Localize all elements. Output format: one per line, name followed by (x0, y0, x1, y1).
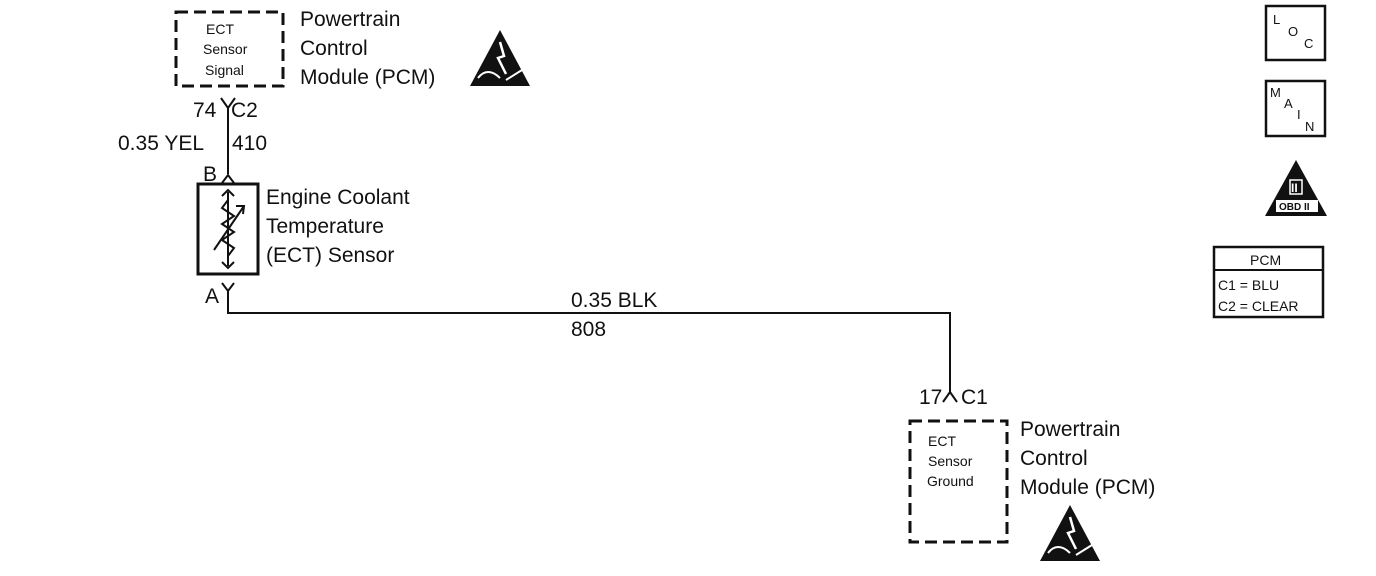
svg-text:M: M (1270, 85, 1281, 100)
svg-text:N: N (1305, 119, 1314, 134)
connector-bottom-name: C1 (961, 386, 988, 409)
pcm-bottom-box-line-2: Sensor (928, 453, 973, 469)
pcm-bottom: ECT Sensor Ground Powertrain Control Mod… (908, 418, 1155, 561)
svg-text:A: A (1284, 96, 1293, 111)
connector-bottom-pin: 17 (919, 386, 942, 409)
connector-bottom: 17 C1 (919, 386, 988, 409)
pcm-top-title-line-1: Powertrain (300, 8, 400, 31)
legend-title: PCM (1250, 252, 1281, 268)
loc-icon: L O C (1264, 4, 1327, 62)
svg-text:OBD II: OBD II (1279, 202, 1310, 213)
thermistor-icon (213, 188, 246, 270)
pcm-bottom-title-line-1: Powertrain (1020, 418, 1120, 441)
pcm-top-dashed-box (174, 10, 285, 88)
connector-top-pin: 74 (193, 99, 217, 122)
obd-ii-icon: II OBD II (1265, 160, 1327, 216)
sensor-pin-top: B (203, 163, 217, 186)
connector-top: 74 C2 (193, 97, 258, 122)
wire-bottom-circuit: 808 (571, 318, 606, 341)
connector-top-name: C2 (231, 99, 258, 122)
sensor-pin-top-symbol (221, 173, 235, 184)
wire-top-gauge-color: 0.35 YEL (118, 132, 204, 155)
sensor-pin-bottom-symbol (221, 282, 235, 293)
sensor-title-line-3: (ECT) Sensor (266, 244, 394, 267)
pcm-top-box-line-1: ECT (206, 21, 234, 37)
legend-row-2: C2 = CLEAR (1218, 298, 1299, 314)
pcm-top: ECT Sensor Signal Powertrain Control Mod… (174, 8, 530, 89)
esd-warning-icon (470, 30, 530, 86)
pcm-top-box-line-2: Sensor (203, 41, 248, 57)
sensor-title-line-1: Engine Coolant (266, 186, 410, 209)
sensor-body (196, 182, 260, 276)
svg-text:O: O (1288, 24, 1298, 39)
wire-bottom-gauge-color: 0.35 BLK (571, 289, 657, 312)
main-icon: M A I N (1264, 79, 1327, 138)
sensor-pin-bottom: A (205, 285, 219, 308)
pcm-bottom-box-line-1: ECT (928, 433, 956, 449)
pcm-top-title-line-3: Module (PCM) (300, 66, 435, 89)
svg-text:I: I (1297, 107, 1301, 122)
sensor-title-line-2: Temperature (266, 215, 384, 238)
esd-warning-icon (1040, 505, 1100, 561)
svg-text:L: L (1273, 12, 1280, 27)
ect-sensor: B Engine Coolant Temperature (ECT) Senso… (196, 163, 410, 308)
legend-row-1: C1 = BLU (1218, 277, 1279, 293)
svg-text:II: II (1291, 181, 1298, 195)
wire-bottom (227, 291, 951, 392)
connector-bottom-symbol (942, 390, 958, 403)
wire-top-circuit: 410 (232, 132, 267, 155)
pcm-bottom-title-line-2: Control (1020, 447, 1088, 470)
pcm-bottom-box-line-3: Ground (927, 473, 974, 489)
svg-text:C: C (1304, 36, 1313, 51)
pcm-top-box-line-3: Signal (205, 62, 244, 78)
pcm-top-title-line-2: Control (300, 37, 368, 60)
pcm-bottom-title-line-3: Module (PCM) (1020, 476, 1155, 499)
connector-color-legend: PCM C1 = BLU C2 = CLEAR (1212, 245, 1325, 319)
